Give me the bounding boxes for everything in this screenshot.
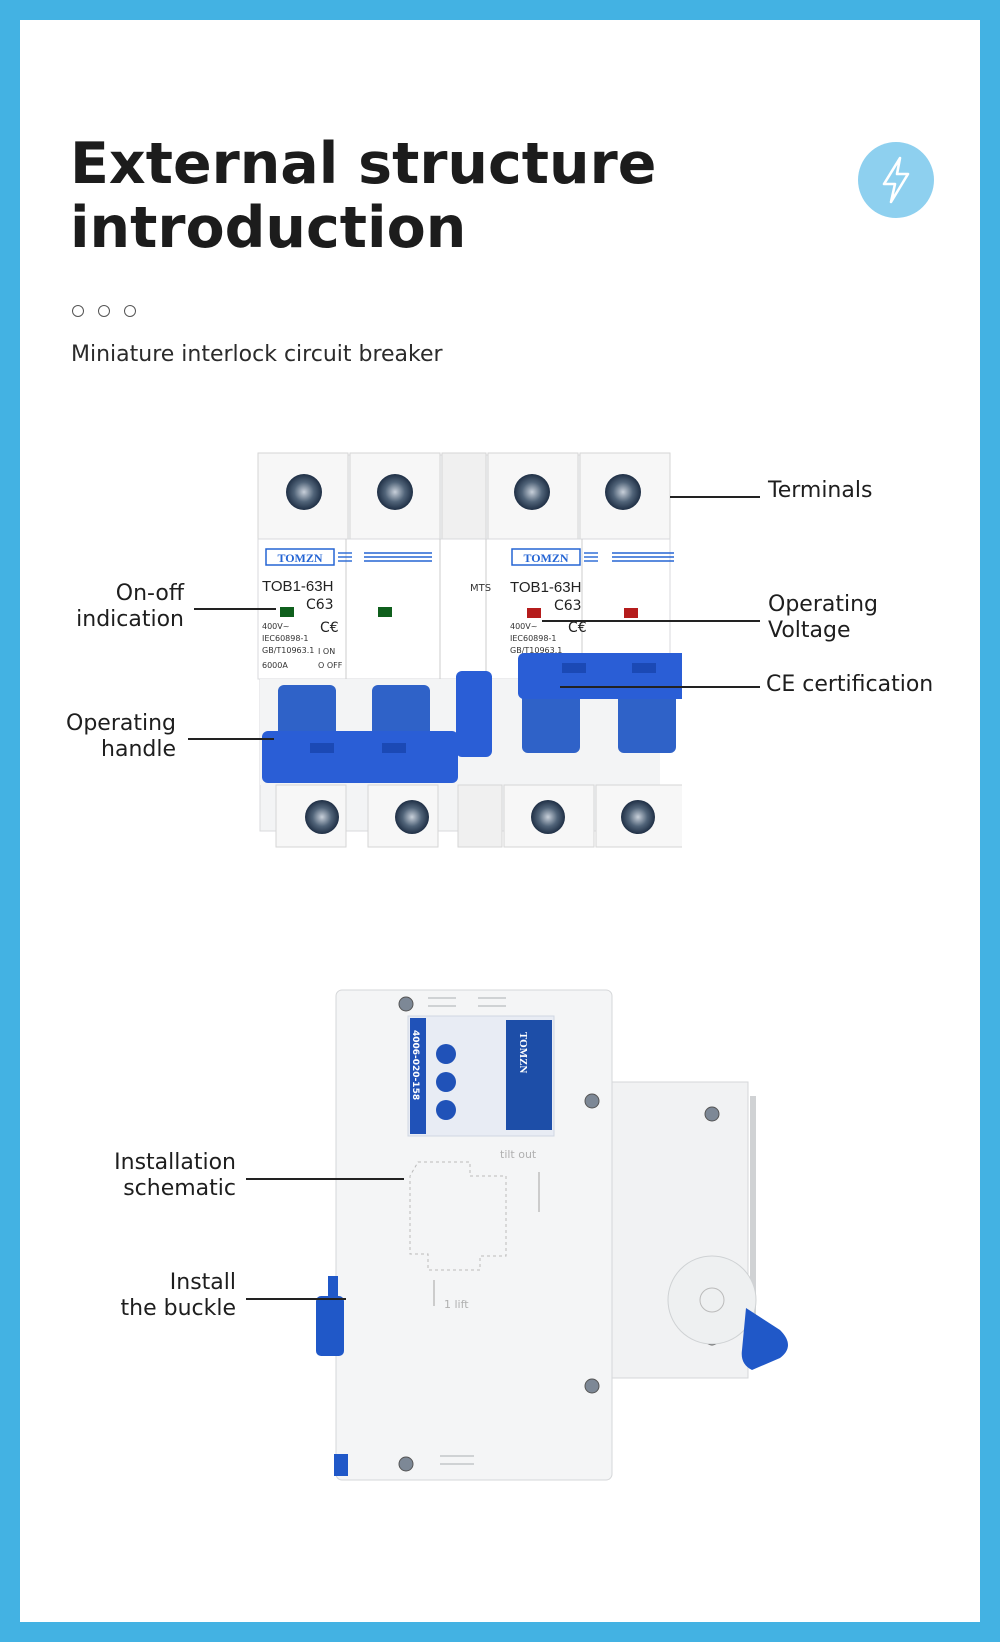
handle-line-1: Operating: [66, 711, 176, 736]
lightning-bolt-icon: [858, 142, 934, 218]
standard-label: GB/T10963.1: [262, 646, 314, 655]
svg-text:C€: C€: [320, 620, 339, 636]
standard-label: GB/T10963.1: [510, 646, 562, 655]
capacity-label: 6000A: [262, 661, 288, 670]
page-subtitle: Miniature interlock circuit breaker: [71, 342, 443, 367]
breaker-front-image: TOMZN TOMZN TOB1-63H TOB1-63H C63 C63 MT…: [257, 452, 682, 848]
tilt-label: tilt out: [500, 1148, 537, 1161]
buckle-line-1: Install: [169, 1270, 236, 1295]
lift-label: 1 lift: [444, 1298, 469, 1311]
installation-schematic-label: Installation schematic: [40, 1150, 236, 1202]
voltage-line-1: Operating: [768, 592, 878, 617]
buckle-line-2: the buckle: [120, 1296, 237, 1321]
breaker-side-image: 4006-020-158 TOMZN tilt out 1 lift: [316, 989, 788, 1481]
operating-voltage-label: Operating Voltage: [768, 592, 878, 644]
brand-label: TOMZN: [277, 551, 322, 565]
on-label: I ON: [318, 647, 335, 656]
dot: [124, 305, 136, 317]
on-off-line-2: indication: [76, 607, 184, 632]
ce-leader: [560, 686, 760, 688]
handle-line-2: handle: [101, 737, 176, 762]
rating-label: C63: [554, 598, 582, 614]
standard-label: IEC60898-1: [262, 634, 308, 643]
handle-leader: [188, 738, 274, 740]
model-label: TOB1-63H: [510, 579, 581, 596]
install-buckle-label: Install the buckle: [40, 1270, 237, 1322]
rating-label: C63: [306, 597, 334, 613]
phone-label: 4006-020-158: [410, 1030, 420, 1100]
ce-certification-label: CE certification: [766, 672, 934, 697]
voltage-label: 400V~: [262, 622, 289, 631]
page-frame: External structure introduction Miniatur…: [20, 20, 980, 1622]
page-title: External structure introduction: [70, 131, 657, 261]
dot: [72, 305, 84, 317]
on-off-indication-label: On-off indication: [40, 581, 184, 633]
standard-label: IEC60898-1: [510, 634, 556, 643]
mts-label: MTS: [470, 583, 491, 594]
schematic-line-2: schematic: [123, 1176, 236, 1201]
terminals-label: Terminals: [768, 478, 873, 503]
voltage-label: 400V~: [510, 622, 537, 631]
schematic-leader: [246, 1178, 404, 1180]
off-label: O OFF: [318, 661, 343, 670]
voltage-leader: [542, 620, 760, 622]
terminals-leader: [670, 496, 760, 498]
svg-text:C€: C€: [568, 620, 587, 636]
brand-label: TOMZN: [523, 551, 568, 565]
buckle-leader: [246, 1298, 346, 1300]
dot: [98, 305, 110, 317]
model-label: TOB1-63H: [262, 578, 333, 595]
schematic-line-1: Installation: [114, 1150, 236, 1175]
decorative-dots: [72, 305, 136, 317]
voltage-line-2: Voltage: [768, 618, 851, 643]
on-off-line-1: On-off: [115, 581, 184, 606]
brand-label: TOMZN: [517, 1032, 529, 1073]
operating-handle-label: Operating handle: [40, 711, 176, 763]
on-off-leader: [194, 608, 276, 610]
